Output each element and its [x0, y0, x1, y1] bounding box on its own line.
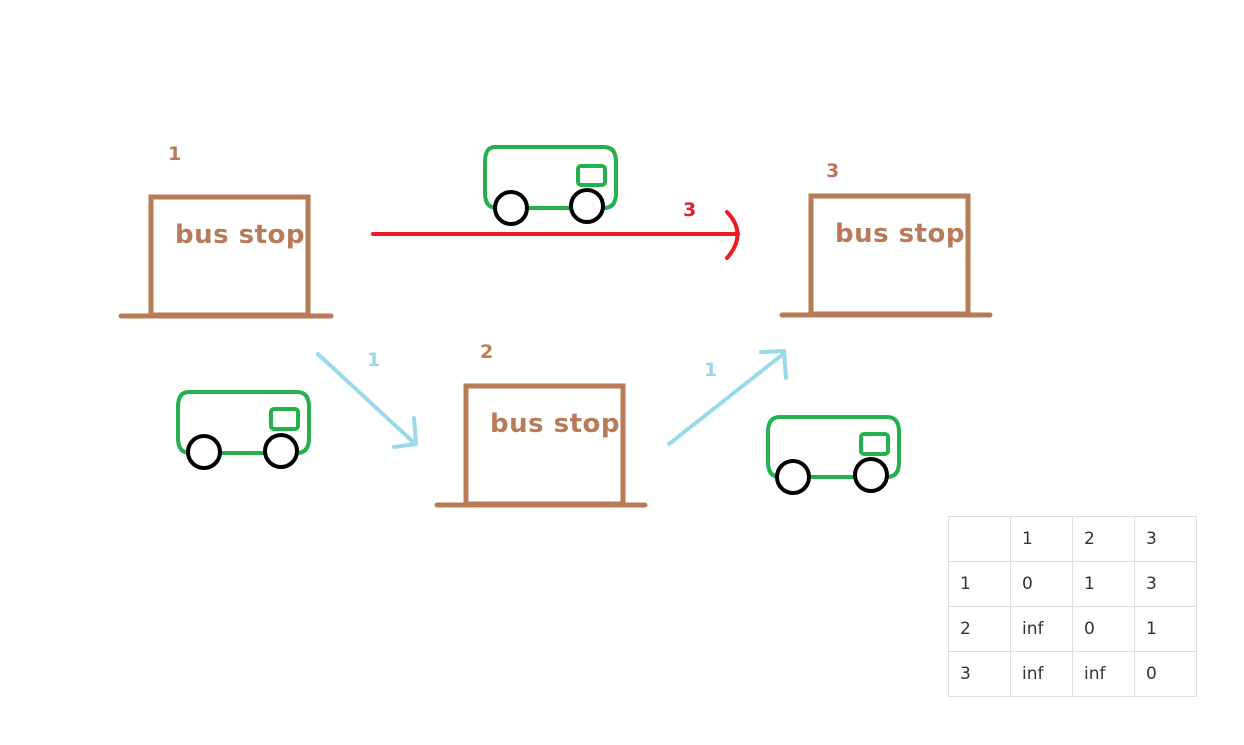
edge-1-3-arrowhead: [725, 210, 740, 260]
table-cell: inf: [1072, 651, 1135, 697]
bus-top-wheel-front: [493, 190, 529, 226]
bus-left-wheel-front: [186, 434, 222, 470]
edge-2-to-3: 1: [667, 349, 788, 446]
table-cell: 0: [1010, 561, 1073, 607]
edge-2-3-weight: 1: [704, 359, 717, 381]
table-cell: inf: [1010, 606, 1073, 652]
bus-right-window: [859, 432, 890, 456]
bus-right-wheel-front: [775, 459, 811, 495]
table-header-cell: [948, 516, 1011, 562]
edge-1-3-weight: 3: [683, 199, 696, 221]
stop-3-number: 3: [826, 160, 839, 182]
bus-right-wheel-rear: [853, 457, 889, 493]
table-row: 2 inf 0 1: [948, 606, 1197, 652]
stop-2-label: bus stop: [490, 409, 620, 439]
table-cell: 0: [1072, 606, 1135, 652]
stop-1-box: [148, 194, 311, 318]
edge-1-to-2: 1: [316, 349, 418, 449]
table-cell: 1: [948, 561, 1011, 607]
stop-3-box: [808, 193, 971, 317]
bus-top-wheel-rear: [569, 188, 605, 224]
stop-1-number: 1: [168, 143, 181, 165]
distance-table: 1 2 3 1 0 1 3 2 inf 0 1 3 inf inf 0: [948, 516, 1197, 697]
bus-top: [483, 145, 618, 226]
bus-left-window: [269, 407, 300, 431]
table-cell: 3: [1134, 561, 1197, 607]
table-cell: 0: [1134, 651, 1197, 697]
table-header-cell: 1: [1010, 516, 1073, 562]
bus-stop-1: 1 bus stop: [118, 143, 334, 319]
table-cell: 1: [1134, 606, 1197, 652]
stop-2-box: [463, 383, 626, 507]
table-header-row: 1 2 3: [948, 516, 1197, 562]
edge-2-3-line: [667, 353, 784, 446]
bus-stop-3: 3 bus stop: [779, 160, 993, 318]
table-cell: inf: [1010, 651, 1073, 697]
stop-1-label: bus stop: [175, 220, 305, 250]
table-cell: 1: [1072, 561, 1135, 607]
edge-1-2-weight: 1: [367, 349, 380, 371]
edge-1-2-line: [316, 352, 414, 443]
table-header-cell: 3: [1134, 516, 1197, 562]
stop-3-label: bus stop: [835, 219, 965, 249]
table-cell: 3: [948, 651, 1011, 697]
edge-2-3-arrowhead: [759, 349, 788, 380]
bus-left-wheel-rear: [263, 433, 299, 469]
edge-1-2-arrowhead: [392, 416, 418, 449]
table-cell: 2: [948, 606, 1011, 652]
edge-1-to-3: 3: [371, 199, 740, 260]
bus-left: [176, 390, 311, 470]
table-row: 1 0 1 3: [948, 561, 1197, 607]
bus-stop-2: 2 bus stop: [434, 341, 648, 508]
bus-top-window: [576, 164, 607, 187]
bus-right: [766, 415, 901, 495]
table-header-cell: 2: [1072, 516, 1135, 562]
stop-2-number: 2: [480, 341, 493, 363]
table-row: 3 inf inf 0: [948, 651, 1197, 697]
